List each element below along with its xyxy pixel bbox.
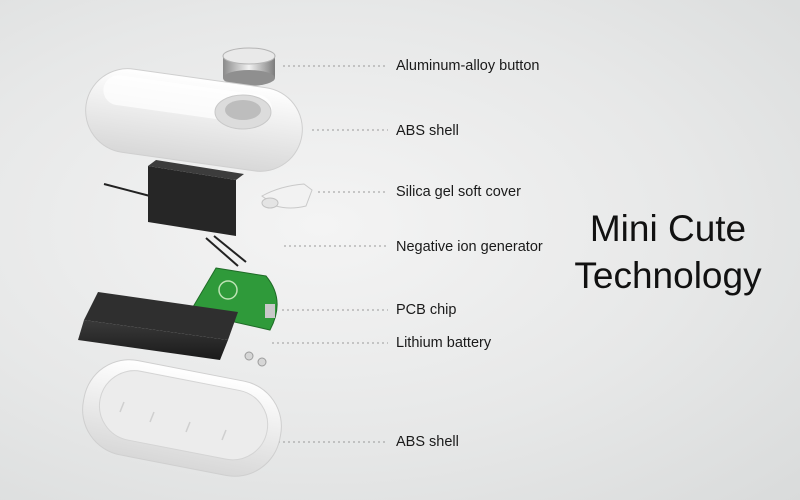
label-top-abs-shell: ABS shell	[396, 123, 459, 139]
ion-generator-part	[103, 160, 247, 267]
label-bottom-abs-shell: ABS shell	[396, 434, 459, 450]
label-ion-generator: Negative ion generator	[396, 239, 543, 255]
label-lithium-battery: Lithium battery	[396, 335, 492, 351]
bottom-shell-part	[82, 359, 282, 477]
headline-line-2: Technology	[574, 255, 762, 296]
aluminum-button-part	[222, 47, 276, 86]
label-silica-gel-cover: Silica gel soft cover	[396, 184, 521, 200]
label-aluminum-button: Aluminum-alloy button	[396, 58, 540, 74]
headline-line-1: Mini Cute	[589, 208, 747, 249]
screws-part	[244, 351, 267, 367]
leader-lines	[272, 65, 388, 443]
top-shell-part	[85, 68, 303, 172]
soft-cover-part	[261, 183, 313, 209]
battery-part	[78, 292, 238, 360]
label-pcb-chip: PCB chip	[396, 302, 457, 318]
